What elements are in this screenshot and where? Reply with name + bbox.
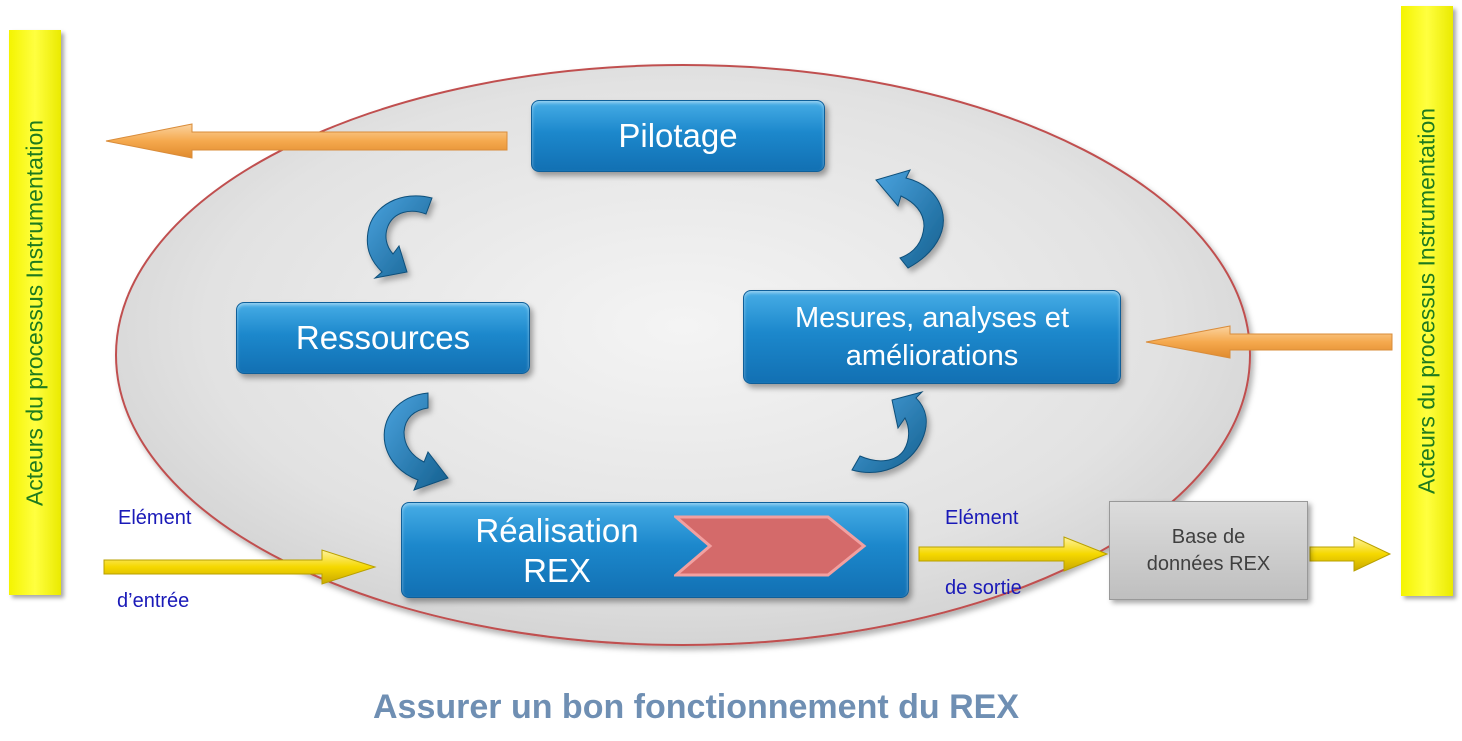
ressources-box: Ressources xyxy=(236,302,530,374)
yellow-arrow-input xyxy=(103,549,377,585)
orange-arrow-right xyxy=(1145,325,1393,359)
database-box: Base de données REX xyxy=(1109,501,1308,600)
chevron-arrow-icon xyxy=(674,515,867,577)
output-label-line2: de sortie xyxy=(945,577,1022,599)
right-actors-label: Acteurs du processus Instrumentation xyxy=(1413,107,1440,495)
curved-arrow-realisation-to-mesures xyxy=(851,391,927,473)
realisation-label: Réalisation REX xyxy=(475,512,639,589)
database-label: Base de données REX xyxy=(1146,525,1271,575)
yellow-arrow-output xyxy=(918,536,1109,572)
input-label-line2: d’entrée xyxy=(117,590,190,612)
mesures-box: Mesures, analyses et améliorations xyxy=(743,290,1121,384)
pilotage-label: Pilotage xyxy=(618,117,738,154)
orange-arrow-left xyxy=(105,123,508,159)
left-actors-bar: Acteurs du processus Instrumentation xyxy=(9,30,61,595)
mesures-label: Mesures, analyses et améliorations xyxy=(794,302,1069,372)
right-actors-bar: Acteurs du processus Instrumentation xyxy=(1401,6,1453,596)
left-actors-label: Acteurs du processus Instrumentation xyxy=(21,119,48,506)
curved-arrow-ressources-to-realisation xyxy=(383,392,449,491)
output-label-line1: Elément xyxy=(945,507,1019,529)
realisation-box: Réalisation REX xyxy=(401,502,909,598)
yellow-arrow-database-out xyxy=(1309,536,1392,572)
pilotage-box: Pilotage xyxy=(531,100,825,172)
diagram-caption: Assurer un bon fonctionnement du REX xyxy=(372,688,1020,726)
input-label-line1: Elément xyxy=(118,507,192,529)
curved-arrow-pilotage-to-ressources xyxy=(366,195,433,279)
ressources-label: Ressources xyxy=(295,319,471,356)
curved-arrow-mesures-to-pilotage xyxy=(875,169,944,269)
